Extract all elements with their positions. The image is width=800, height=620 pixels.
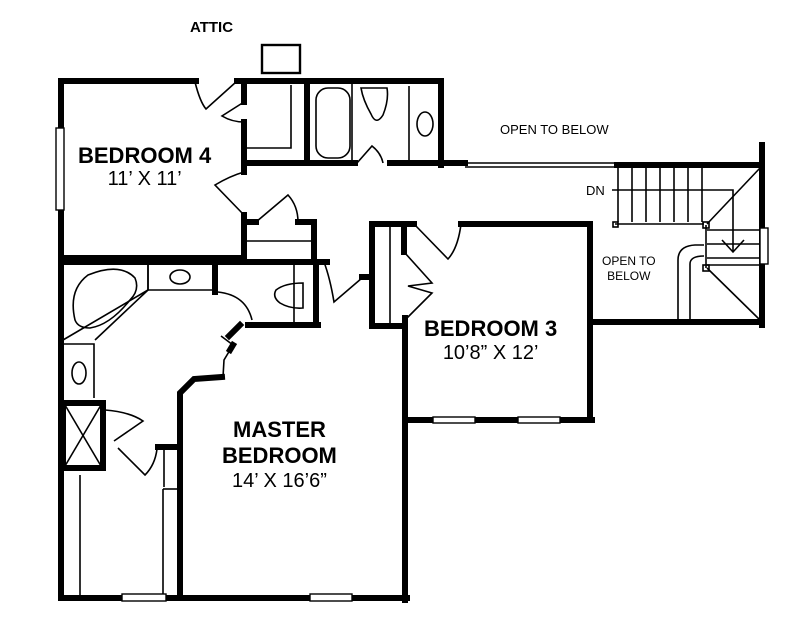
sink [71, 361, 87, 385]
corner-tub [72, 268, 138, 329]
room-name-line2: BEDROOM [222, 443, 337, 468]
open-to-below-stair-line1: OPEN TO [602, 254, 656, 268]
room-name: BEDROOM 3 [424, 316, 558, 341]
room-name: BEDROOM 4 [78, 143, 212, 168]
toilet [360, 87, 389, 122]
staircase [612, 142, 769, 328]
sink [416, 111, 434, 137]
bedroom-3-label: BEDROOM 3 10’8” X 12’ [424, 316, 558, 364]
window [517, 416, 561, 424]
window [55, 127, 65, 211]
attic-label: ATTIC [190, 19, 234, 36]
hall-bath-walls [234, 78, 468, 168]
stair-direction-label: DN [586, 183, 605, 198]
attic-hatch [260, 43, 302, 75]
window [759, 227, 769, 265]
window [121, 593, 167, 602]
bedroom-3-walls [369, 221, 595, 603]
bedroom-4-label: BEDROOM 4 11’ X 11’ [78, 143, 212, 190]
sink [169, 269, 191, 285]
open-to-below-stair-label: OPEN TO BELOW [602, 255, 656, 282]
window [309, 593, 353, 602]
bathtub [315, 87, 351, 159]
room-dimensions: 11’ X 11’ [107, 168, 182, 190]
toilet [273, 282, 304, 309]
open-to-below-label: OPEN TO BELOW [500, 122, 609, 137]
room-dimensions: 14’ X 16’6” [232, 470, 327, 492]
room-dimensions: 10’8” X 12’ [442, 342, 539, 364]
room-name-line1: MASTER [233, 417, 326, 442]
open-to-below-stair-line2: BELOW [607, 269, 651, 283]
stair-arrow [612, 189, 734, 252]
shower [60, 400, 106, 471]
window [432, 416, 476, 424]
master-bedroom-label: MASTER BEDROOM 14’ X 16’6” [222, 417, 337, 492]
